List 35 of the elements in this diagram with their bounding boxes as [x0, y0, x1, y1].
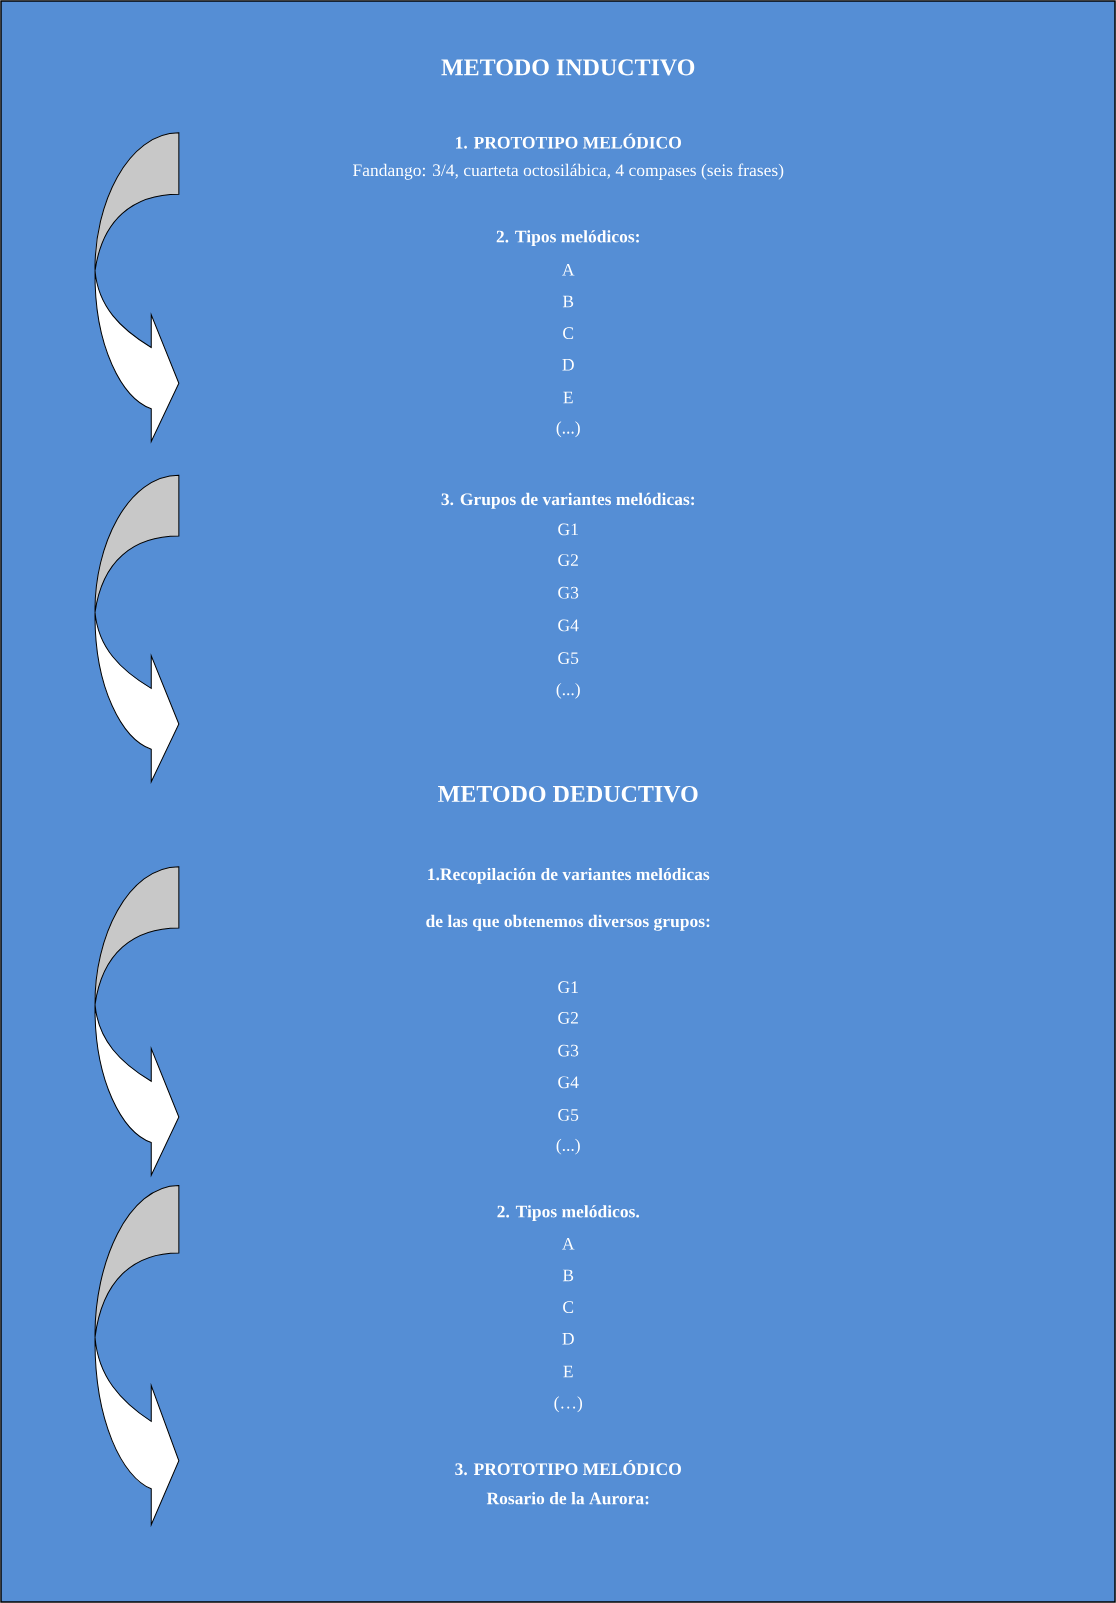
- list-item: (…): [554, 1396, 583, 1413]
- list-item: E: [563, 391, 573, 404]
- step-heading: 2. Tipos melódicos:: [496, 230, 639, 247]
- list-item: G2: [558, 554, 578, 566]
- step-heading: 1. PROTOTIPO MELÓDICO: [456, 133, 681, 149]
- list-item: B: [562, 1269, 574, 1282]
- list-item: G5: [558, 652, 579, 664]
- list-item: (...): [556, 682, 580, 699]
- step-heading: Rosario de la Aurora:: [486, 1492, 649, 1505]
- section-heading: METODO DEDUCTIVO: [438, 785, 698, 803]
- list-item: (...): [556, 421, 580, 438]
- list-item: G5: [558, 1109, 579, 1121]
- section-heading: METODO INDUCTIVO: [441, 59, 695, 76]
- list-item: D: [562, 359, 574, 371]
- list-item: B: [562, 295, 574, 308]
- step-heading: 3. Grupos de variantes melódicas:: [441, 492, 694, 509]
- list-item: G3: [558, 586, 579, 599]
- step-heading: 2. Tipos melódicos.: [497, 1205, 639, 1222]
- step-heading: de las que obtenemos diversos grupos:: [426, 914, 710, 931]
- list-item: A: [562, 264, 575, 276]
- list-item: G1: [558, 981, 578, 994]
- list-item: G4: [558, 619, 579, 632]
- list-item: D: [562, 1333, 574, 1345]
- list-item: G3: [558, 1044, 579, 1057]
- list-item: E: [563, 1365, 573, 1378]
- list-item: C: [563, 327, 574, 339]
- list-item: (...): [556, 1138, 580, 1155]
- list-item: G4: [558, 1076, 579, 1089]
- list-item: C: [563, 1301, 574, 1313]
- list-item: Fandango: 3/4, cuarteta octosilábica, 4 compases (seis frases): [352, 163, 784, 180]
- list-item: G2: [558, 1012, 578, 1024]
- list-item: G1: [558, 523, 578, 536]
- list-item: A: [562, 1237, 575, 1250]
- step-heading: 3. PROTOTIPO MELÓDICO: [455, 1459, 681, 1476]
- step-heading: 1.Recopilación de variantes melódicas: [428, 867, 710, 884]
